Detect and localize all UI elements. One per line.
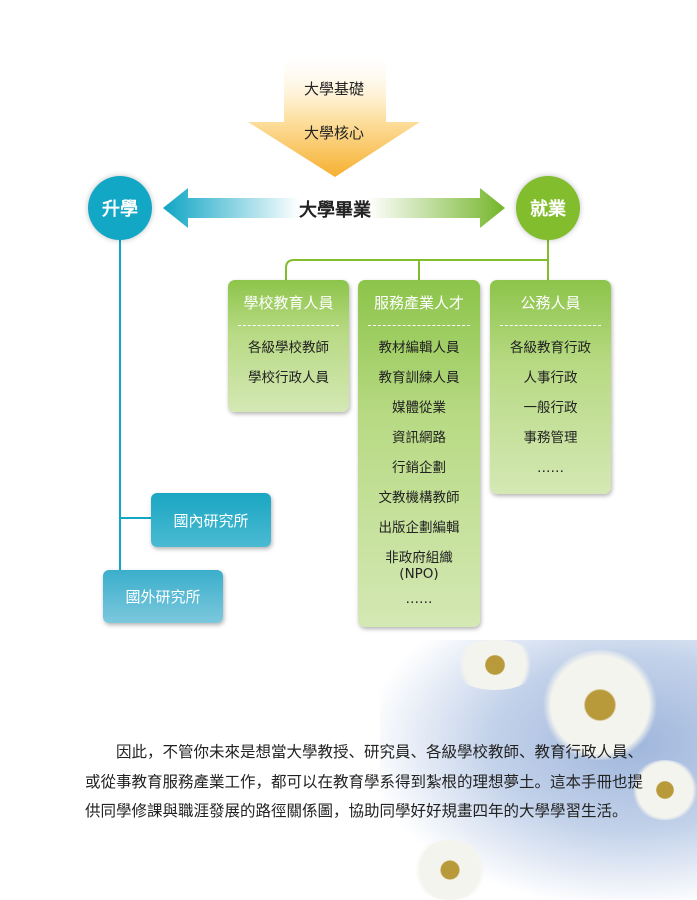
employment-circle: 就業 — [516, 176, 580, 240]
top-arrow-line2: 大學核心 — [303, 124, 364, 142]
school-staff-box: 學校教育人員 各級學校教師 學校行政人員 — [228, 280, 349, 412]
double-arrow — [163, 188, 505, 228]
list-item: 文教機構教師 — [378, 490, 460, 506]
top-arrow-line1: 大學基礎 — [303, 80, 364, 98]
list-item: 人事行政 — [523, 370, 578, 386]
body-paragraph: 因此，不管你未來是想當大學教授、研究員、各級學校教師、教育行政人員、或從事教育服… — [85, 743, 644, 820]
list-item: 事務管理 — [523, 430, 578, 446]
list-item: 出版企劃編輯 — [378, 520, 460, 536]
daisy-image — [540, 650, 660, 760]
list-item: …… — [405, 591, 433, 607]
list-item: 資訊網路 — [392, 430, 446, 446]
box-title: 學校教育人員 — [238, 280, 339, 326]
list-item: 教育訓練人員 — [378, 370, 460, 386]
list-item: 行銷企劃 — [392, 460, 446, 476]
graduation-label: 大學畢業 — [299, 200, 371, 221]
list-item: 一般行政 — [523, 400, 578, 416]
daisy-image — [410, 840, 490, 900]
list-item: 各級教育行政 — [510, 340, 591, 356]
box-title: 服務產業人才 — [368, 280, 470, 326]
list-item: 媒體從業 — [392, 400, 446, 416]
list-item: 各級學校教師 — [248, 340, 329, 356]
top-down-arrow — [248, 55, 420, 177]
daisy-image — [630, 760, 697, 820]
list-item: 學校行政人員 — [248, 370, 329, 386]
service-industry-box: 服務產業人才 教材編輯人員 教育訓練人員 媒體從業 資訊網路 行銷企劃 文教機構… — [358, 280, 480, 627]
further-study-circle: 升學 — [88, 176, 152, 240]
domestic-grad-school-box: 國內研究所 — [151, 493, 271, 547]
daisy-image — [450, 640, 540, 690]
list-item: …… — [537, 460, 564, 476]
list-item: 教材編輯人員 — [378, 340, 460, 356]
list-item: 非政府組織 (NPO) — [385, 550, 453, 582]
box-title: 公務人員 — [500, 280, 601, 326]
overseas-grad-school-box: 國外研究所 — [103, 570, 223, 623]
civil-servant-box: 公務人員 各級教育行政 人事行政 一般行政 事務管理 …… — [490, 280, 611, 494]
